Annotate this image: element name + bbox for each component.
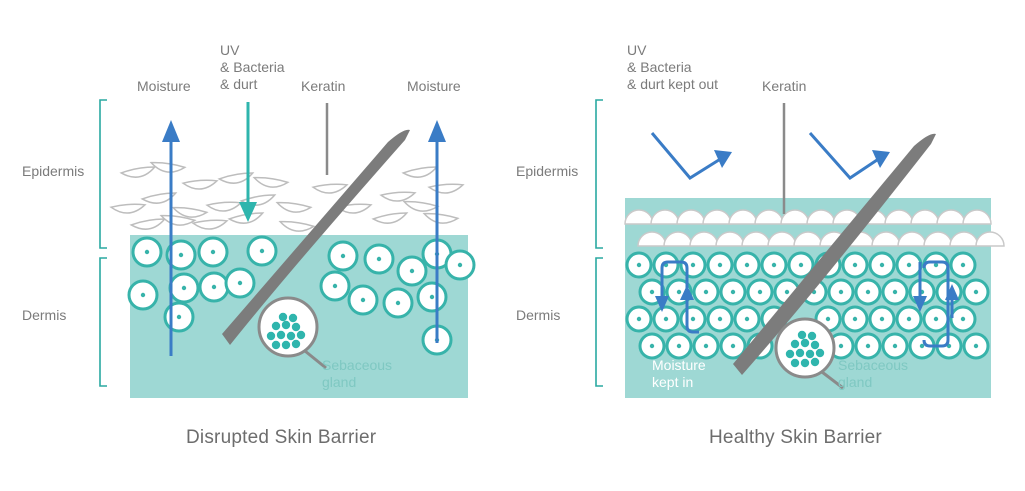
keratin-scale	[311, 183, 349, 194]
broken-keratin-scales	[109, 161, 465, 232]
keratin-scale	[402, 200, 440, 212]
disrupted-skin-panel: Moisture UV & Bacteria & durt Keratin Mo…	[0, 0, 512, 491]
epidermis-label: Epidermis	[22, 163, 85, 179]
keratin-scale	[181, 179, 219, 190]
moisture-label-right: Moisture	[407, 78, 461, 94]
dermis-bracket	[99, 257, 107, 387]
sebaceous-gland-label: Sebaceous gland	[322, 357, 393, 390]
sebaceous-gland-icon	[257, 296, 327, 370]
hair-shaft	[222, 129, 410, 345]
keratin-scale	[140, 192, 178, 204]
keratin-scale	[252, 176, 290, 188]
uv-deflect-arrow-left	[650, 132, 732, 180]
dermis-bracket	[595, 257, 603, 387]
sebaceous-gland-icon	[774, 317, 844, 390]
keratin-scale	[191, 219, 229, 230]
keratin-scale	[401, 166, 439, 178]
keratin-scale	[129, 218, 167, 230]
healthy-skin-illustration	[595, 99, 1005, 398]
keratin-scale	[149, 161, 187, 173]
keratin-scale	[171, 206, 209, 218]
keratin-scale	[227, 212, 265, 224]
keratin-scale	[962, 209, 992, 225]
disrupted-skin-illustration	[99, 99, 476, 398]
keratin-scale	[427, 183, 465, 194]
hair-shaft	[733, 133, 936, 375]
keratin-scale	[109, 203, 147, 214]
uv-kept-out-label: UV & Bacteria & durt kept out	[627, 42, 719, 92]
dermis-label: Dermis	[22, 307, 67, 323]
keratin-scale	[379, 191, 417, 202]
keratin-scale	[119, 166, 157, 178]
moisture-loop-right	[918, 260, 954, 348]
keratin-scale	[975, 231, 1005, 247]
keratin-scale	[217, 172, 255, 184]
uv-deflect-arrow-right	[808, 132, 890, 180]
dermis-label: Dermis	[516, 307, 561, 323]
keratin-scale	[275, 201, 313, 213]
moisture-kept-in-label: Moisture kept in	[652, 357, 706, 390]
keratin-scale	[205, 201, 243, 212]
dermis-cells	[127, 235, 476, 356]
uv-label: UV & Bacteria & durt	[220, 42, 285, 92]
disrupted-caption: Disrupted Skin Barrier	[186, 427, 377, 448]
healthy-skin-panel: UV & Bacteria & durt kept out Keratin Ep…	[512, 0, 1025, 491]
epidermis-label: Epidermis	[516, 163, 579, 179]
epidermis-bracket	[99, 99, 107, 249]
epidermis-bracket	[595, 99, 603, 249]
healthy-caption: Healthy Skin Barrier	[709, 427, 882, 448]
sebaceous-gland-label: Sebaceous gland	[838, 357, 909, 390]
keratin-scale	[422, 212, 460, 224]
moisture-loop-left	[660, 260, 699, 334]
moisture-label-left: Moisture	[137, 78, 191, 94]
keratin-scale	[278, 220, 316, 232]
keratin-label: Keratin	[301, 78, 346, 94]
keratin-scale	[371, 212, 409, 224]
keratin-label: Keratin	[762, 78, 807, 94]
